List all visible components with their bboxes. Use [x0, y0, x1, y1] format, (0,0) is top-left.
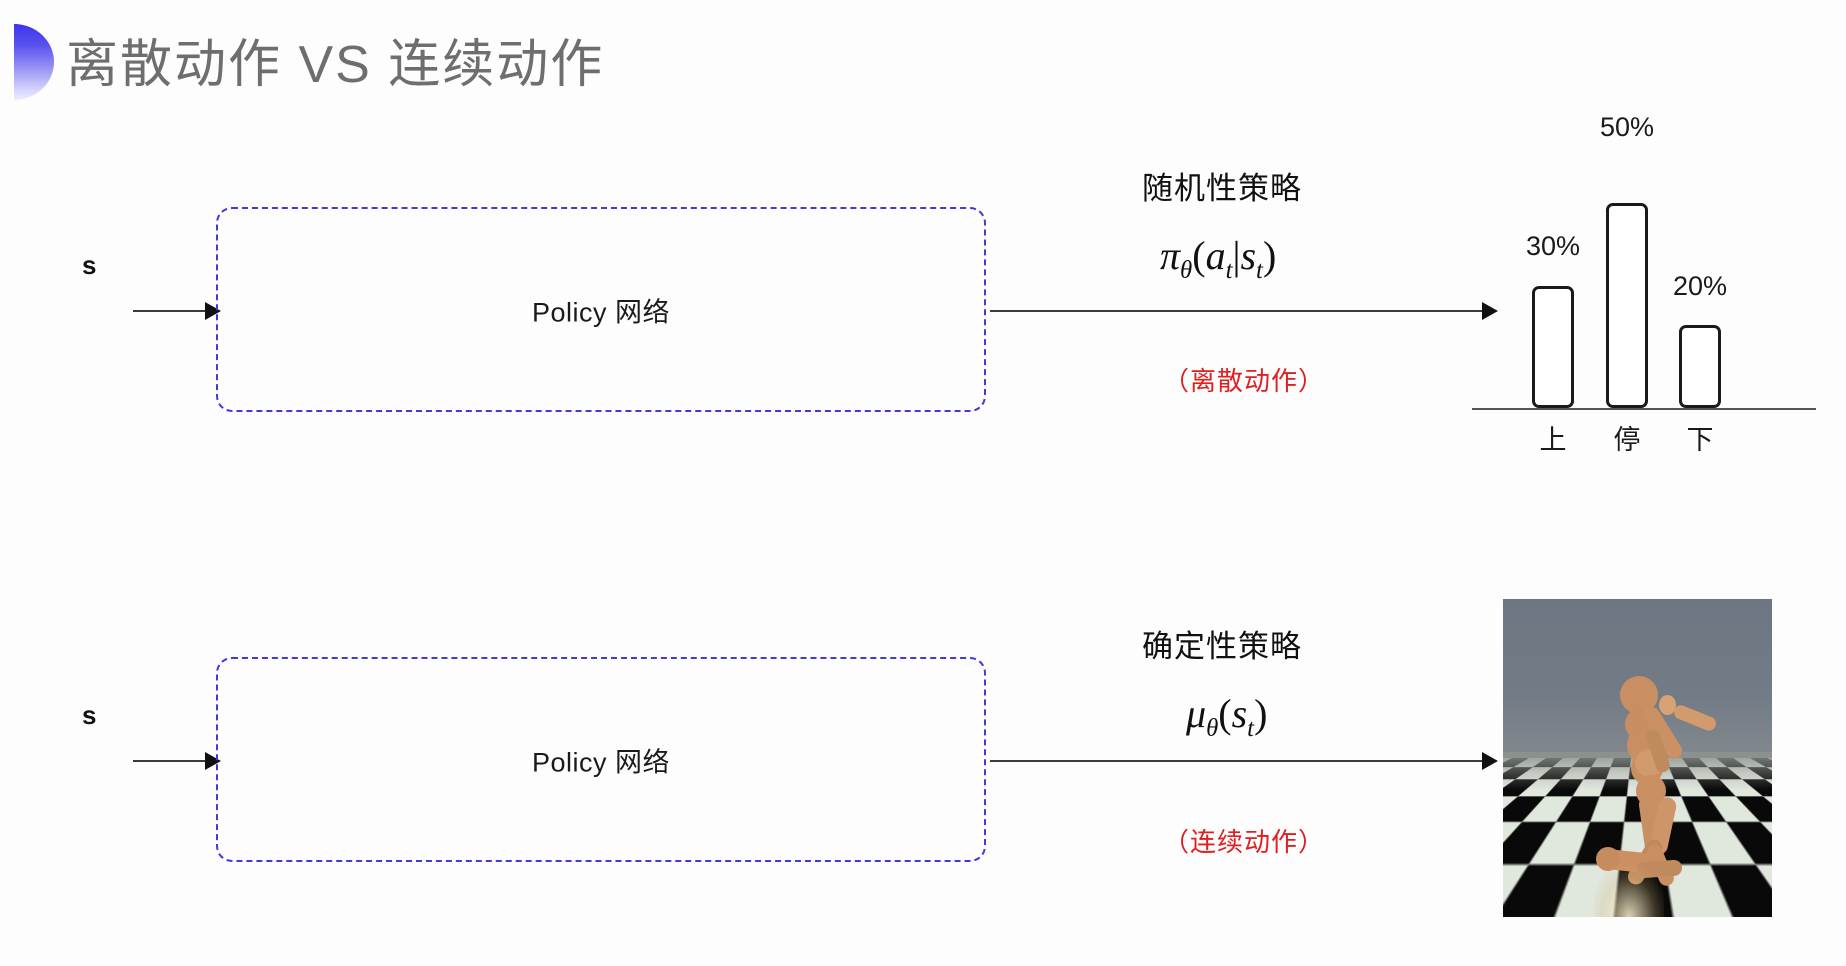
bar-value-stop: 50%	[1582, 112, 1672, 143]
formula-pi: π	[1160, 233, 1180, 278]
formula-s-sub: t	[1256, 257, 1263, 284]
policy-network-box-row1[interactable]: Policy 网络	[216, 207, 986, 412]
bar-value-down: 20%	[1655, 271, 1745, 302]
deterministic-policy-formula: μθ(st)	[1186, 690, 1267, 743]
formula-s: s	[1240, 233, 1256, 278]
continuous-action-note: （连续动作）	[1163, 822, 1325, 859]
humanoid-simulation-image	[1503, 599, 1772, 917]
policy-network-label-row2: Policy 网络	[218, 740, 984, 779]
bar-value-up: 30%	[1508, 231, 1598, 262]
output-arrow-line-row1	[990, 310, 1490, 312]
formula-close-paren-2: )	[1254, 691, 1267, 736]
formula-theta-2: θ	[1206, 715, 1218, 742]
output-arrow-head-row2	[1482, 752, 1498, 770]
input-state-label-row1: s	[82, 250, 96, 281]
discrete-action-note: （离散动作）	[1163, 361, 1325, 398]
formula-s-2: s	[1232, 691, 1248, 736]
action-probability-bar-chart: 30% 上 50% 停 20% 下	[1466, 118, 1826, 458]
humanoid-hand-right	[1659, 695, 1676, 715]
output-arrow-line-row2	[990, 760, 1490, 762]
formula-close-paren: )	[1263, 233, 1276, 278]
formula-mu: μ	[1186, 691, 1206, 736]
page-title: 离散动作 VS 连续动作	[66, 22, 604, 97]
bar-stop	[1606, 203, 1648, 408]
chart-baseline-axis	[1472, 408, 1816, 410]
bar-up	[1532, 286, 1574, 408]
formula-a: a	[1206, 233, 1226, 278]
stochastic-policy-formula: πθ(at|st)	[1160, 232, 1276, 285]
stochastic-policy-caption: 随机性策略	[1142, 163, 1302, 208]
formula-theta: θ	[1180, 257, 1192, 284]
policy-network-box-row2[interactable]: Policy 网络	[216, 657, 986, 862]
policy-network-label-row1: Policy 网络	[218, 290, 984, 329]
formula-open-paren-2: (	[1218, 691, 1231, 736]
bar-category-down: 下	[1655, 418, 1745, 457]
floor-reflection	[1594, 866, 1664, 917]
title-bullet-icon	[14, 24, 54, 100]
deterministic-policy-caption: 确定性策略	[1142, 621, 1302, 666]
formula-open-paren: (	[1192, 233, 1205, 278]
bar-down	[1679, 325, 1721, 408]
input-state-label-row2: s	[82, 700, 96, 731]
